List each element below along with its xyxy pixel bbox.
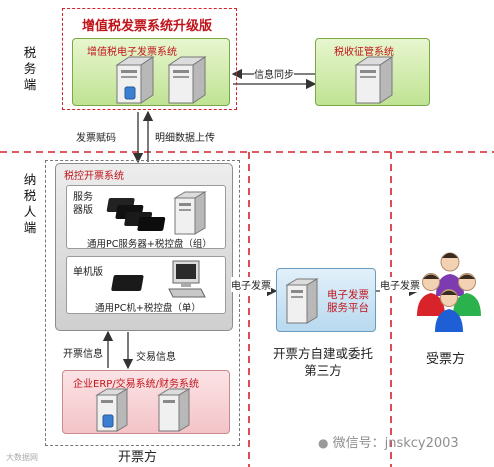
server-icon [285,278,319,324]
detail-upload-label: 明细数据上传 [155,133,215,144]
einvoice-label-1: 电子发票 [231,277,271,292]
tax-levy-system-label: 税收征管系统 [334,47,394,58]
receiver-label: 受票方 [426,352,466,367]
page-title: 增值税发票系统升级版 [80,15,215,34]
taxctrl-disk-icon [111,275,144,291]
server-icon [95,388,191,432]
server-version-panel: 服务器版 通用PC服务器+税控盘（组） [66,185,226,250]
trade-info-label: 交易信息 [136,352,176,363]
vat-einvoice-system-panel: 增值税电子发票系统 [72,38,230,106]
invoice-info-label: 开票信息 [63,349,103,360]
einvoice-label-2: 电子发票 [380,277,420,292]
erp-system-panel: 企业ERP/交易系统/财务系统 [62,370,230,434]
server-version-label: 服务器版 [73,192,93,216]
platform-label: 电子发票服务平台 [327,289,369,314]
taxctrl-disk-group-icon [106,191,207,235]
wechat-icon: ● [318,436,329,450]
erp-system-label: 企业ERP/交易系统/财务系统 [73,379,200,390]
watermark-left: 大数据网 [6,453,38,462]
side-label-tax: 税务端 [23,45,37,92]
vat-einvoice-system-label: 增值税电子发票系统 [87,47,177,58]
watermark-text: 微信号：jnskcy2003 [332,436,459,451]
issuer-label: 开票方 [118,450,158,465]
self-built-label: 开票方自建或委托第三方 [272,346,373,378]
upgrade-system-frame [62,8,237,110]
standalone-caption: 通用PC机+税控盘（单） [95,303,201,314]
invoice-coding-label: 发票赋码 [76,133,116,144]
pc-with-taxctrl-disk-icon [111,260,206,298]
info-sync-label: 信息同步 [254,66,294,81]
side-label-payer: 纳税人端 [23,172,37,235]
server-caption: 通用PC服务器+税控盘（组） [87,239,212,250]
issuer-frame [45,160,240,446]
einvoice-platform-panel: 电子发票服务平台 [276,268,376,332]
tax-levy-system-panel: 税收征管系统 [315,38,430,106]
server-icon [115,56,207,104]
watermark: ● 微信号：jnskcy2003 [318,432,459,451]
server-icon [354,56,394,104]
standalone-version-label: 单机版 [73,267,103,278]
taxctrl-system-label: 税控开票系统 [64,171,124,182]
standalone-version-panel: 单机版 通用PC机+税控盘（单） [66,256,226,314]
